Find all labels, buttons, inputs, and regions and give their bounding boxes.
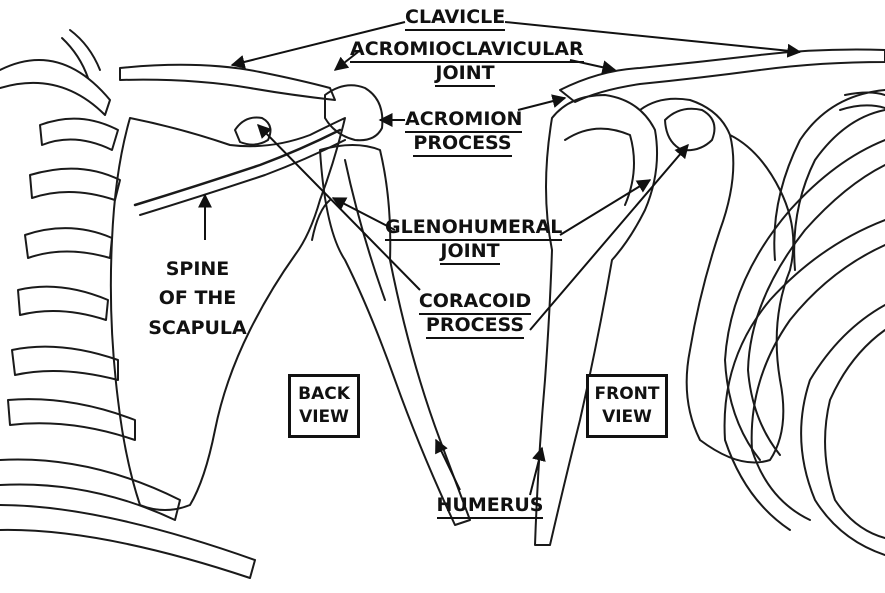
front-view-line2: VIEW bbox=[593, 406, 661, 429]
label-acromion-process: ACROMION PROCESS bbox=[405, 110, 520, 154]
glenohumeral-joint-text: JOINT bbox=[440, 240, 499, 265]
front-ribs bbox=[725, 90, 885, 555]
glenohumeral-text: GLENOHUMERAL bbox=[385, 216, 562, 241]
acromion-text: ACROMION bbox=[405, 108, 522, 133]
of-the-text: OF THE bbox=[145, 284, 250, 313]
front-coracoid bbox=[665, 109, 714, 151]
label-coracoid-process: CORACOID PROCESS bbox=[415, 292, 535, 336]
back-clavicle bbox=[120, 65, 335, 100]
back-view-box: BACK VIEW bbox=[288, 374, 360, 438]
scapula-text: SCAPULA bbox=[145, 314, 250, 343]
front-humerus bbox=[535, 95, 657, 545]
back-view-line1: BACK bbox=[295, 383, 353, 406]
humerus-text: HUMERUS bbox=[437, 494, 544, 519]
label-glenohumeral-joint: GLENOHUMERAL JOINT bbox=[385, 218, 555, 262]
acromion-process-text: PROCESS bbox=[413, 132, 511, 157]
spine-text: SPINE bbox=[145, 255, 250, 284]
clavicle-text: CLAVICLE bbox=[405, 6, 505, 31]
label-acromioclavicular-joint: ACROMIOCLAVICULAR JOINT bbox=[350, 40, 580, 84]
label-clavicle: CLAVICLE bbox=[405, 8, 505, 28]
label-humerus: HUMERUS bbox=[430, 496, 550, 516]
front-view-line1: FRONT bbox=[593, 383, 661, 406]
acromioclavicular-joint-text: JOINT bbox=[435, 62, 494, 87]
coracoid-text: CORACOID bbox=[419, 290, 531, 315]
label-spine-of-scapula: SPINE OF THE SCAPULA bbox=[145, 255, 250, 343]
back-view-line2: VIEW bbox=[295, 406, 353, 429]
front-view-box: FRONT VIEW bbox=[586, 374, 668, 438]
coracoid-process-text: PROCESS bbox=[426, 314, 524, 339]
acromioclavicular-text: ACROMIOCLAVICULAR bbox=[350, 38, 584, 63]
front-clavicle bbox=[560, 50, 885, 102]
